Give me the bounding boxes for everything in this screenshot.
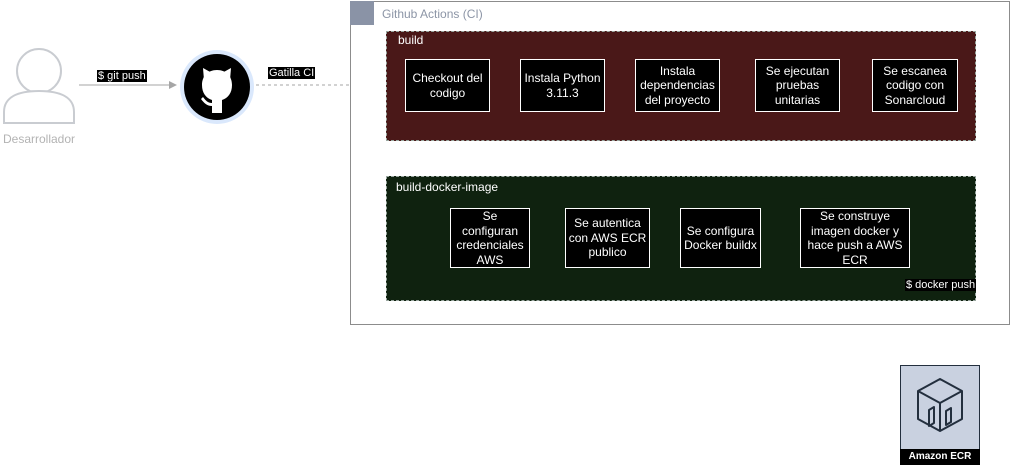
amazon-ecr-label: Amazon ECR: [900, 449, 980, 465]
docker-push-label: $ docker push: [905, 279, 977, 291]
build-docker-image-label: build-docker-image: [396, 180, 499, 194]
build-step-unit-tests: Se ejecutan pruebas unitarias: [755, 59, 840, 112]
ci-header-badge: [350, 1, 374, 25]
docker-step-build-push: Se construye imagen docker y hace push a…: [800, 208, 910, 268]
developer-label: Desarrollador: [3, 132, 76, 146]
build-step-install-deps: Instala dependencias del proyecto: [635, 59, 720, 112]
github-icon: [180, 50, 254, 124]
build-job-label: build: [398, 33, 424, 47]
docker-step-aws-credentials: Se configuran credenciales AWS: [450, 208, 530, 268]
ci-title: Github Actions (CI): [382, 7, 483, 21]
build-step-sonarcloud: Se escanea codigo con Sonarcloud: [872, 59, 958, 112]
build-step-checkout: Checkout del codigo: [405, 59, 490, 112]
developer-icon: [3, 48, 75, 124]
trigger-label: Gatilla CI: [268, 67, 316, 79]
build-step-install-python: Instala Python 3.11.3: [520, 59, 605, 112]
git-push-label: $ git push: [97, 70, 147, 82]
ecr-icon: [917, 378, 963, 432]
docker-step-ecr-auth: Se autentica con AWS ECR publico: [565, 208, 650, 268]
docker-step-buildx: Se configura Docker buildx: [680, 208, 761, 268]
